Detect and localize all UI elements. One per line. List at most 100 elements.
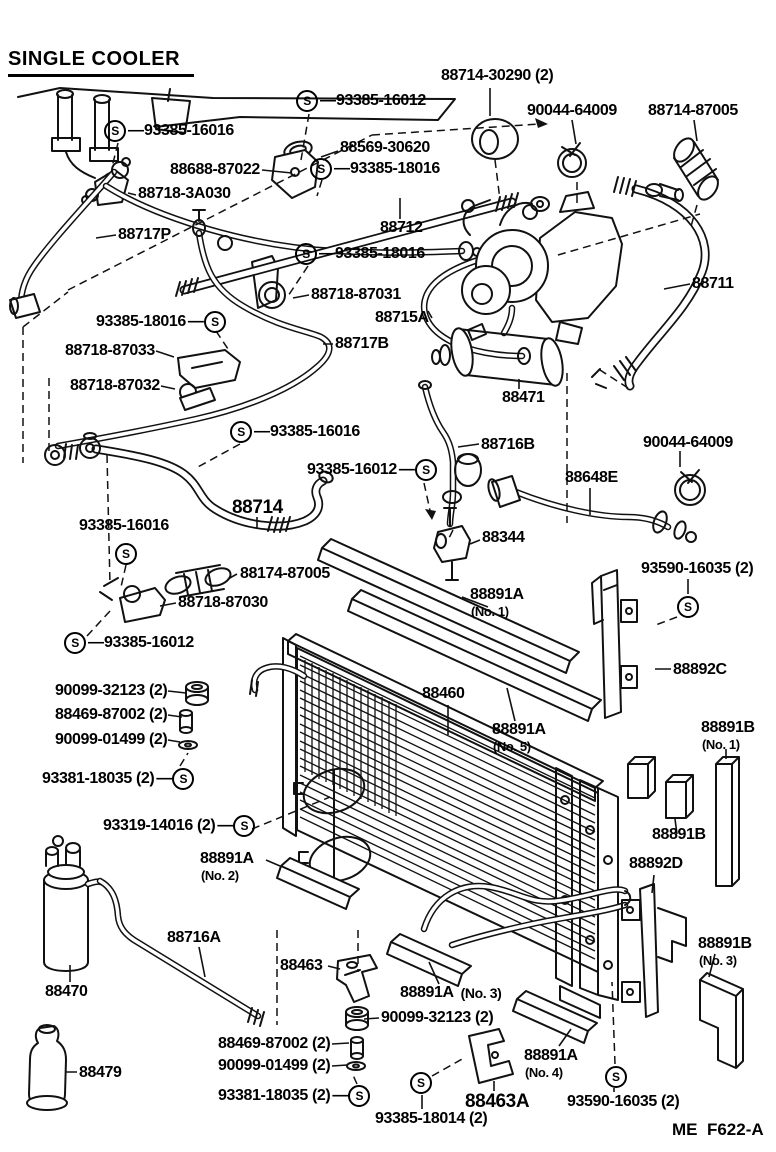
s-marker-icon: S	[605, 1066, 627, 1088]
dashed-lines	[22, 113, 701, 1085]
part-label-sub: (No. 2)	[201, 868, 239, 883]
part-number: 90044-64009	[527, 102, 617, 119]
part-number: 88714	[232, 497, 283, 518]
part-number: 88714-30290 (2)	[441, 67, 554, 84]
part-label: 88891A(No. 3)	[400, 985, 502, 1001]
part-label: 88892D	[629, 856, 683, 872]
s-marker-icon: S	[104, 120, 126, 142]
part-label: 93319-14016 (2)—S	[103, 815, 256, 837]
part-label-sub: (No. 3)	[699, 953, 737, 968]
part-label: 88891B(No. 1)	[701, 719, 755, 752]
part-label-sub: (No. 5)	[493, 739, 531, 754]
hose-88712	[175, 192, 550, 297]
part-number: 88718-87030	[178, 594, 268, 611]
s-marker-icon: S	[677, 596, 699, 618]
part-number: 88891B	[701, 719, 755, 736]
pipe-88716E	[9, 157, 131, 319]
pads-88891B	[627, 756, 744, 1069]
s-marker-icon: S	[115, 543, 137, 565]
part-label-sub: (No. 4)	[525, 1065, 563, 1080]
part-number: 88892C	[673, 661, 727, 678]
s-marker-icon: S	[233, 815, 256, 837]
part-label: 90099-01499 (2)	[55, 732, 168, 748]
part-label: 88470	[45, 984, 88, 1000]
part-label: 90044-64009	[643, 435, 733, 451]
part-number: 93385-16012	[104, 634, 194, 651]
part-number: 93385-18016	[350, 160, 440, 177]
part-number: 93385-18014 (2)	[375, 1110, 488, 1127]
part-number: 88174-87005	[240, 565, 330, 582]
part-label: 88717B	[335, 336, 389, 352]
part-number: 88688-87022	[170, 161, 260, 178]
part-label: 88891B(No. 3)	[698, 935, 752, 968]
part-number: 88712	[380, 219, 423, 236]
part-number: 93319-14016 (2)	[103, 817, 216, 834]
part-label: 88717P	[118, 227, 171, 243]
part-label: 90044-64009	[527, 103, 617, 119]
part-number: 90099-32123 (2)	[55, 682, 168, 699]
s-marker-icon: S	[348, 1085, 371, 1107]
part-label: 88714-30290 (2)	[441, 67, 554, 84]
part-number: 88470	[45, 983, 88, 1000]
part-label: 88891A(No. 5)	[492, 722, 546, 754]
part-label: 88718-3A030	[138, 186, 231, 202]
part-label: 88460	[422, 686, 465, 702]
part-number: 88344	[482, 529, 525, 546]
part-number: 88714-87005	[648, 102, 738, 119]
part-label: 93381-18035 (2)—S	[42, 768, 195, 790]
part-number: 93385-16016	[270, 423, 360, 440]
part-label: 93590-16035 (2)	[641, 560, 754, 577]
part-label: 88718-87033	[65, 343, 155, 359]
part-label: 90099-32123 (2)	[381, 1009, 494, 1026]
part-number: 90099-32123 (2)	[381, 1009, 494, 1026]
part-number: 88460	[422, 685, 465, 702]
part-number: 88717B	[335, 335, 389, 352]
part-number: 88718-87031	[311, 286, 401, 303]
part-label: 88891B	[652, 827, 706, 843]
part-number: 88891B	[698, 935, 752, 952]
part-number: 88716B	[481, 436, 535, 453]
part-number: 88718-87032	[70, 377, 160, 394]
leader-tie: —	[334, 160, 350, 177]
part-number: 88718-87033	[65, 342, 155, 359]
part-label: 88714	[232, 498, 283, 517]
part-number: 88469-87002 (2)	[218, 1035, 331, 1052]
leader-tie: —	[187, 313, 204, 330]
page-title: SINGLE COOLER	[8, 48, 195, 77]
receiver-88471	[431, 323, 564, 387]
part-label: 88711	[692, 276, 734, 292]
part-number: 88717P	[118, 226, 171, 243]
pipe-88717B	[44, 209, 333, 466]
grommet-88714-30290	[471, 118, 519, 160]
part-label: 90099-01499 (2)	[218, 1058, 331, 1074]
part-label: 88716B	[481, 437, 535, 453]
part-label: 88891A(No. 2)	[200, 851, 254, 883]
part-label-sub: (No. 1)	[702, 737, 740, 752]
part-label: 88891A(No. 1)	[470, 587, 524, 619]
bracket-88892C	[591, 569, 638, 719]
part-number: 93590-16035 (2)	[641, 560, 754, 577]
part-label: 88718-87030	[178, 595, 268, 611]
clamp-90044-64009-bottom	[674, 469, 706, 506]
part-label: 88569-30620	[340, 140, 430, 156]
part-number: 88648E	[565, 469, 618, 486]
drier-88470	[43, 835, 105, 972]
part-number: 93381-18035 (2)	[218, 1087, 331, 1104]
bracket-88463A	[468, 1028, 514, 1084]
part-label: 88718-87032	[70, 378, 160, 394]
s-marker-icon: S	[230, 421, 252, 443]
leader-tie: —	[128, 122, 144, 139]
leader-tie: —	[88, 634, 104, 651]
s-marker-icon: S	[414, 459, 437, 481]
part-label: 88688-87022	[170, 162, 260, 178]
part-label: 88648E	[565, 470, 618, 486]
part-number: 88716A	[167, 929, 221, 946]
part-number: 90044-64009	[643, 434, 733, 451]
part-label: 88463	[280, 958, 323, 974]
leader-tie: —	[398, 461, 415, 478]
s-marker-icon: S	[410, 1072, 432, 1094]
part-label: 88471	[502, 390, 545, 406]
part-label: 90099-32123 (2)	[55, 682, 168, 699]
bracket-88463	[336, 954, 378, 1003]
